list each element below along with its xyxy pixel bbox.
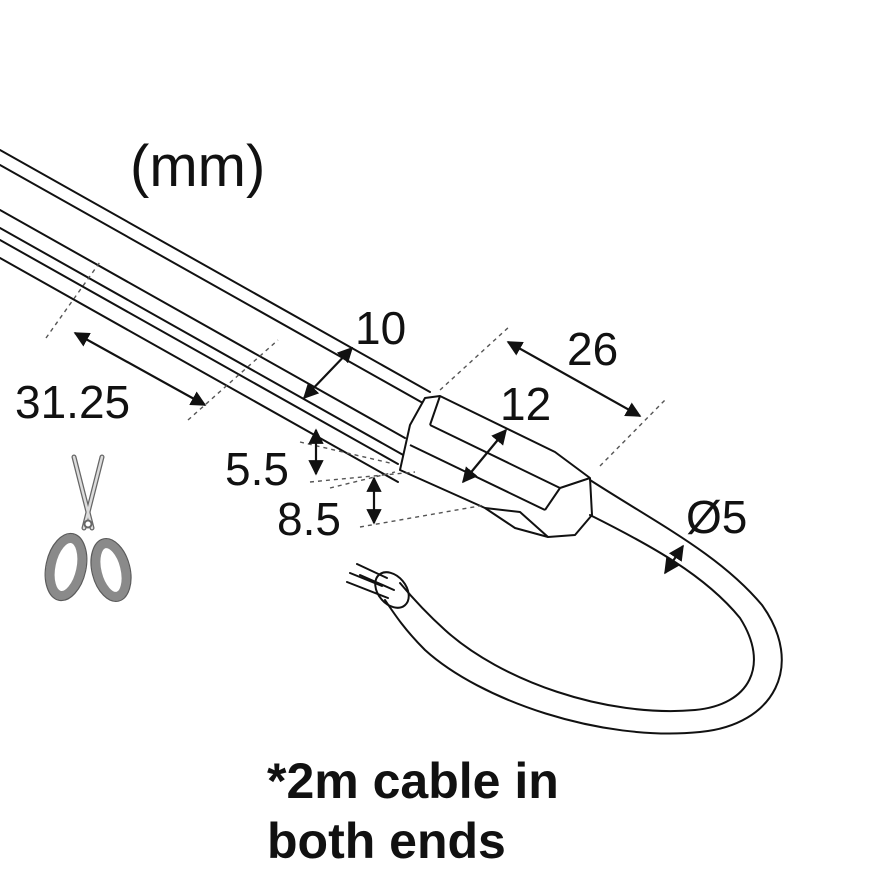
end-cap-width-label: 12	[500, 378, 551, 430]
units-label: (mm)	[130, 134, 265, 199]
cable-note-line1: *2m cable in	[267, 753, 559, 809]
end-cap-height-label: 8.5	[277, 493, 341, 545]
cut-interval-label: 31.25	[15, 376, 130, 428]
cable-diameter-arrow	[664, 544, 684, 575]
cable-note-line2: both ends	[267, 813, 506, 869]
scissors-icon	[44, 454, 132, 602]
end-cap	[399, 395, 593, 538]
extension-lines	[45, 261, 666, 528]
cable	[346, 479, 783, 735]
end-cap-width-arrow	[462, 428, 507, 484]
cut-interval-arrow	[73, 332, 207, 406]
end-cap-length-label: 26	[567, 323, 618, 375]
dimension-arrows	[73, 332, 684, 575]
strip-width-label: 10	[355, 302, 406, 354]
strip-height-label: 5.5	[225, 443, 289, 495]
end-cap-length-arrow	[506, 341, 642, 417]
strip-width-arrow	[302, 346, 354, 400]
cable-diameter-label: Ø5	[686, 491, 747, 543]
